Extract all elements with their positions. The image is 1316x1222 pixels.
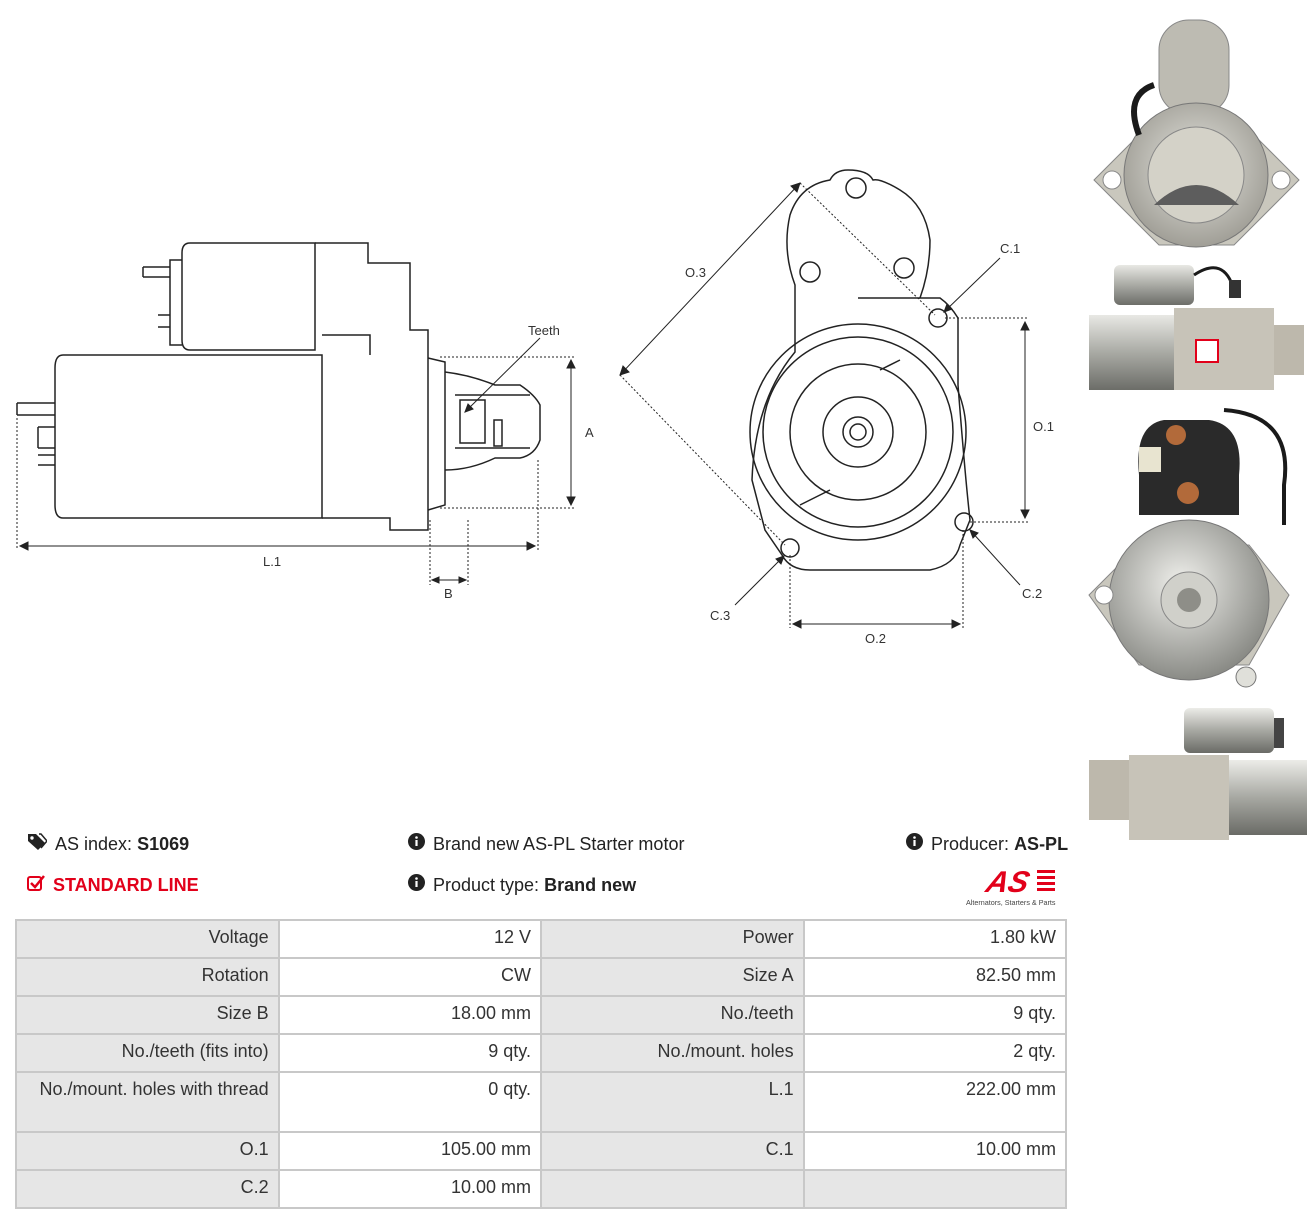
spec-label: No./teeth (541, 997, 803, 1033)
front-view-outline (749, 169, 974, 571)
table-row: Rotation CW Size A 82.50 mm (17, 959, 1065, 995)
photo-side-view-reversed (1089, 708, 1307, 840)
spec-value: 10.00 mm (279, 1171, 540, 1207)
spec-label: C.1 (541, 1133, 803, 1169)
label-o1: O.1 (1033, 419, 1054, 434)
spec-label: L.1 (541, 1073, 803, 1131)
spec-value (804, 1171, 1065, 1207)
label-size-b: B (444, 586, 453, 601)
label-c3: C.3 (710, 608, 730, 623)
label-size-a: A (585, 425, 594, 440)
table-row: O.1 105.00 mm C.1 10.00 mm (17, 1133, 1065, 1169)
table-row: Voltage 12 V Power 1.80 kW (17, 921, 1065, 957)
spec-value: 0 qty. (279, 1073, 540, 1131)
standard-line-label: STANDARD LINE (53, 874, 199, 895)
specification-table: Voltage 12 V Power 1.80 kW Rotation CW S… (15, 919, 1067, 1209)
check-square-icon (27, 874, 45, 897)
producer-row: Producer: AS-PL (906, 832, 1068, 856)
spec-label: O.1 (17, 1133, 278, 1169)
spec-label: No./mount. holes with thread (17, 1073, 278, 1131)
as-index-value: S1069 (137, 833, 190, 854)
table-row: No./mount. holes with thread 0 qty. L.1 … (17, 1073, 1065, 1131)
label-l1: L.1 (263, 554, 281, 569)
producer-value: AS-PL (1014, 833, 1069, 854)
photo-front-view (1093, 19, 1300, 248)
table-row: C.2 10.00 mm (17, 1171, 1065, 1207)
as-pl-logo: AS Alternators, Starters & Parts (966, 865, 1056, 907)
info-circle-icon (906, 833, 923, 855)
label-o3: O.3 (685, 265, 706, 280)
label-c2: C.2 (1022, 586, 1042, 601)
producer-label: Producer: (931, 833, 1010, 854)
logo-tagline: Alternators, Starters & Parts (966, 898, 1056, 907)
tags-icon (27, 832, 48, 856)
description-row: Brand new AS-PL Starter motor (408, 832, 684, 856)
spec-value: 9 qty. (279, 1035, 540, 1071)
spec-label: No./teeth (fits into) (17, 1035, 278, 1071)
spec-value: 1.80 kW (804, 921, 1065, 957)
spec-label: No./mount. holes (541, 1035, 803, 1071)
product-type-row: Product type: Brand new (408, 873, 636, 897)
as-index-row: AS index: S1069 (27, 832, 189, 856)
spec-value: 9 qty. (804, 997, 1065, 1033)
label-o2: O.2 (865, 631, 886, 646)
label-teeth: Teeth (528, 323, 560, 338)
spec-label: Voltage (17, 921, 278, 957)
front-view-dimensions (619, 182, 1030, 629)
table-row: No./teeth (fits into) 9 qty. No./mount. … (17, 1035, 1065, 1071)
spec-label: C.2 (17, 1171, 278, 1207)
product-photo-column (1084, 10, 1310, 850)
spec-label: Size B (17, 997, 278, 1033)
side-view-dimensions (16, 337, 576, 585)
standard-line-row: STANDARD LINE (27, 873, 199, 897)
spec-value: CW (279, 959, 540, 995)
product-type-label: Product type: (433, 874, 540, 895)
product-description: Brand new AS-PL Starter motor (433, 833, 685, 854)
spec-value: 2 qty. (804, 1035, 1065, 1071)
label-c1: C.1 (1000, 241, 1020, 256)
spec-value: 18.00 mm (279, 997, 540, 1033)
product-type-value: Brand new (544, 874, 637, 895)
logo-text: AS (982, 865, 1034, 898)
spec-value: 12 V (279, 921, 540, 957)
info-circle-icon (408, 874, 425, 896)
table-row: Size B 18.00 mm No./teeth 9 qty. (17, 997, 1065, 1033)
spec-value: 10.00 mm (804, 1133, 1065, 1169)
spec-label: Size A (541, 959, 803, 995)
as-index-label: AS index: (55, 833, 133, 854)
spec-value: 105.00 mm (279, 1133, 540, 1169)
side-view-outline (16, 242, 541, 531)
spec-value: 222.00 mm (804, 1073, 1065, 1131)
spec-label (541, 1171, 803, 1207)
photo-side-view (1089, 265, 1304, 390)
info-circle-icon (408, 833, 425, 855)
spec-label: Rotation (17, 959, 278, 995)
technical-drawing: Teeth A L.1 B O.3 C.1 (16, 169, 1054, 646)
spec-label: Power (541, 921, 803, 957)
photo-rear-view (1088, 408, 1290, 688)
spec-value: 82.50 mm (804, 959, 1065, 995)
